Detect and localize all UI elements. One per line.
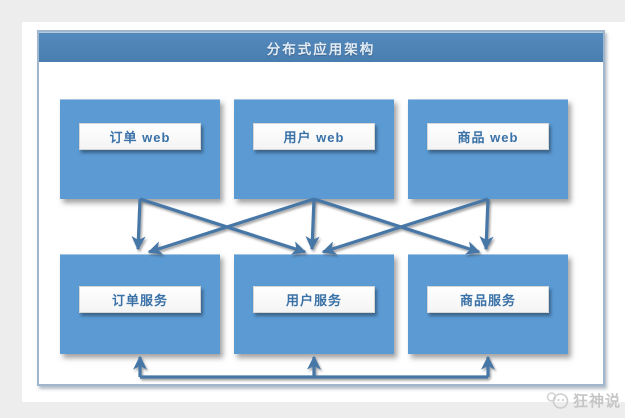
kuangshen-logo-icon bbox=[546, 391, 569, 409]
node-order-service: 订单服务 bbox=[60, 254, 220, 354]
node-label-plate: 订单服务 bbox=[79, 286, 201, 313]
node-user-web: 用户 web bbox=[234, 99, 394, 199]
node-label: 用户 web bbox=[283, 130, 345, 145]
diagram-canvas: 订单 web 用户 web 商品 web 订单服务 用户服务 商品服务 bbox=[39, 32, 603, 384]
diagram-title: 分布式应用架构 bbox=[266, 41, 376, 57]
node-label: 订单 web bbox=[109, 130, 171, 145]
node-label: 用户服务 bbox=[285, 293, 342, 308]
node-product-web: 商品 web bbox=[408, 99, 568, 199]
node-label: 商品服务 bbox=[459, 293, 516, 308]
node-order-web: 订单 web bbox=[60, 99, 220, 199]
node-label: 订单服务 bbox=[111, 293, 168, 308]
node-label-plate: 订单 web bbox=[79, 123, 201, 150]
node-label-plate: 用户 web bbox=[253, 123, 375, 150]
node-label-plate: 商品服务 bbox=[427, 286, 549, 313]
edge-user-web-to-product-service bbox=[313, 197, 481, 255]
node-label-plate: 用户服务 bbox=[253, 286, 375, 313]
edge-order-web-to-order-service bbox=[131, 198, 146, 251]
diagram-title-bar: 分布式应用架构 bbox=[39, 32, 603, 62]
edge-product-web-to-product-service bbox=[479, 198, 494, 251]
node-label-plate: 商品 web bbox=[427, 123, 549, 150]
watermark-text: 狂神说 bbox=[572, 392, 621, 410]
edge-user-web-to-order-service bbox=[147, 197, 315, 255]
node-product-service: 商品服务 bbox=[408, 254, 568, 354]
edge-order-web-to-user-service bbox=[139, 197, 307, 255]
edge-product-web-to-user-service bbox=[321, 197, 489, 255]
edge-user-web-to-user-service bbox=[305, 198, 320, 251]
node-label: 商品 web bbox=[457, 130, 519, 145]
node-user-service: 用户服务 bbox=[234, 254, 394, 354]
diagram-frame: 分布式应用架构 订单 web 用户 web 商品 web 订单服务 用户服务 商品服务 bbox=[37, 30, 605, 386]
watermark: 狂神说 bbox=[546, 387, 621, 413]
